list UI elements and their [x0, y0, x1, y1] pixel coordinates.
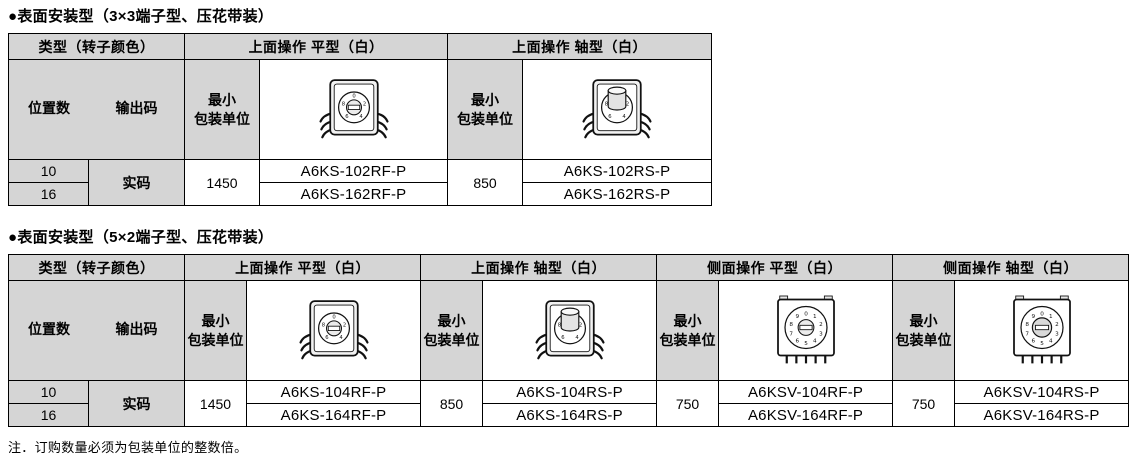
- switch-top-shaft-icon: [526, 295, 614, 367]
- type-stub-cell: 位置数 输出码: [8, 280, 185, 381]
- type-header: 类型（转子颜色）: [8, 33, 185, 60]
- min-package-value: 850: [420, 380, 484, 427]
- model-number: A6KS-164RF-P: [245, 403, 422, 427]
- group-header-side-flat: 侧面操作 平型（白）: [656, 254, 894, 281]
- model-number: A6KS-162RS-P: [522, 182, 713, 206]
- min-package-label: 最小 包装单位: [656, 280, 720, 381]
- section-5x2: ●表面安装型（5×2端子型、压花带装） 类型（转子颜色） 上面操作 平型（白） …: [8, 228, 1130, 427]
- table-row: 16 A6KS-162RF-P A6KS-162RS-P: [8, 182, 713, 206]
- product-image-cell: [258, 59, 449, 160]
- product-image-cell: [522, 59, 713, 160]
- switch-side-shaft-icon: [1007, 294, 1077, 368]
- model-number: A6KS-162RF-P: [258, 182, 449, 206]
- model-number: A6KS-102RF-P: [258, 159, 449, 183]
- footnote: 注．订购数量必须为包装单位的整数倍。: [8, 440, 248, 455]
- product-image-cell: [954, 280, 1130, 381]
- spec-table-5x2: 类型（转子颜色） 上面操作 平型（白） 上面操作 轴型（白） 侧面操作 平型（白…: [8, 254, 1130, 427]
- positions-value: 16: [8, 182, 89, 206]
- min-package-value: 1450: [184, 159, 260, 206]
- switch-side-flat-icon: [771, 294, 841, 368]
- min-package-value: 750: [656, 380, 720, 427]
- switch-top-flat-icon: [310, 74, 398, 146]
- min-package-value: 1450: [184, 380, 247, 427]
- switch-top-flat-icon: [290, 295, 378, 367]
- table-header-row: 类型（转子颜色） 上面操作 平型（白） 上面操作 轴型（白） 侧面操作 平型（白…: [8, 254, 1130, 281]
- model-number: A6KS-104RS-P: [482, 380, 658, 404]
- output-code-value: 实码: [88, 159, 185, 206]
- model-number: A6KSV-104RS-P: [954, 380, 1130, 404]
- min-package-label: 最小 包装单位: [420, 280, 484, 381]
- min-package-value: 750: [892, 380, 956, 427]
- group-header-side-shaft: 侧面操作 轴型（白）: [892, 254, 1130, 281]
- positions-value: 16: [8, 403, 89, 427]
- positions-value: 10: [8, 159, 89, 183]
- model-number: A6KS-164RS-P: [482, 403, 658, 427]
- model-number: A6KSV-104RF-P: [718, 380, 894, 404]
- table-row: 16 A6KS-164RF-P A6KS-164RS-P A6KSV-164RF…: [8, 403, 1130, 427]
- min-package-label: 最小 包装单位: [447, 59, 524, 160]
- output-code-value: 实码: [88, 380, 185, 427]
- type-stub-cell: 位置数 输出码: [8, 59, 185, 160]
- positions-label: 位置数: [28, 320, 70, 337]
- product-image-cell: [245, 280, 422, 381]
- table-header-row: 类型（转子颜色） 上面操作 平型（白） 上面操作 轴型（白）: [8, 33, 713, 60]
- min-package-label: 最小 包装单位: [892, 280, 956, 381]
- min-package-value: 850: [447, 159, 524, 206]
- model-number: A6KS-102RS-P: [522, 159, 713, 183]
- type-header: 类型（转子颜色）: [8, 254, 185, 281]
- model-number: A6KSV-164RF-P: [718, 403, 894, 427]
- output-code-label: 输出码: [115, 320, 158, 337]
- table-row: 10 实码 1450 A6KS-102RF-P 850 A6KS-102RS-P: [8, 159, 713, 206]
- switch-top-shaft-icon: [573, 74, 661, 146]
- group-header-top-flat: 上面操作 平型（白）: [183, 33, 449, 60]
- section-title: ●表面安装型（5×2端子型、压花带装）: [8, 229, 274, 246]
- spec-table-3x3: 类型（转子颜色） 上面操作 平型（白） 上面操作 轴型（白） 位置数 输出码 最…: [8, 33, 713, 206]
- product-image-cell: [482, 280, 658, 381]
- group-header-top-flat: 上面操作 平型（白）: [183, 254, 422, 281]
- group-header-top-shaft: 上面操作 轴型（白）: [447, 33, 713, 60]
- positions-label: 位置数: [28, 99, 70, 116]
- section-title: ●表面安装型（3×3端子型、压花带装）: [8, 8, 274, 25]
- image-row: 位置数 输出码 最小 包装单位 最小 包装单位: [8, 59, 713, 160]
- group-header-top-shaft: 上面操作 轴型（白）: [420, 254, 658, 281]
- positions-value: 10: [8, 380, 89, 404]
- output-code-label: 输出码: [115, 99, 158, 116]
- model-number: A6KSV-164RS-P: [954, 403, 1130, 427]
- model-number: A6KS-104RF-P: [245, 380, 422, 404]
- min-package-label: 最小 包装单位: [184, 280, 247, 381]
- section-3x3: ●表面安装型（3×3端子型、压花带装） 类型（转子颜色） 上面操作 平型（白） …: [8, 7, 1128, 206]
- min-package-label: 最小 包装单位: [184, 59, 260, 160]
- product-image-cell: [718, 280, 894, 381]
- table-row: 10 实码 1450 A6KS-104RF-P 850 A6KS-104RS-P…: [8, 380, 1130, 427]
- image-row: 位置数 输出码 最小 包装单位 最小 包装单位 最小 包装单位: [8, 280, 1130, 381]
